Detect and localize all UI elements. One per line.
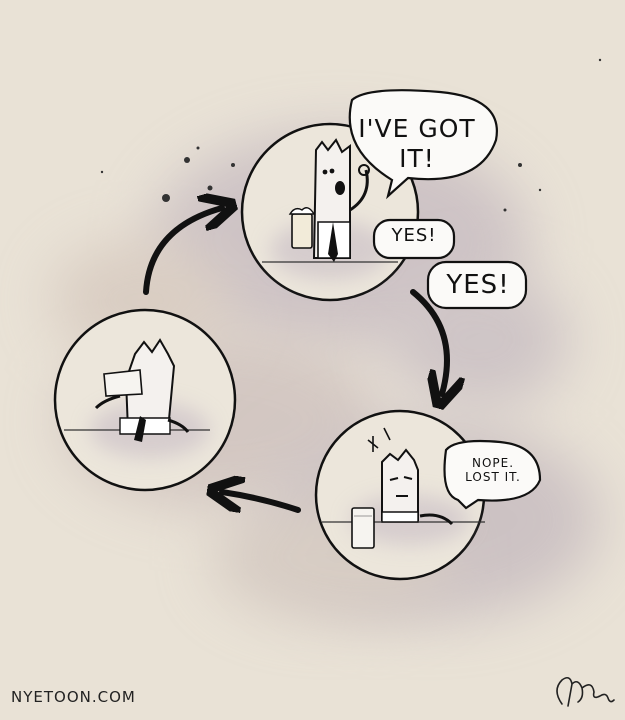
site-credit: NYETOON.COM (11, 688, 136, 706)
bubble-got-it (348, 89, 498, 200)
speech-got-it-line1: I'VE GOT (358, 114, 476, 143)
bubble-yes-small (372, 218, 456, 260)
panel-drinking (53, 308, 237, 492)
panel-lost-it (314, 409, 486, 581)
speech-nope: NOPE. LOST IT. (448, 456, 538, 485)
bubble-nope (443, 439, 542, 510)
speech-got-it-line2: IT! (399, 144, 435, 173)
glass-to-mouth-icon (103, 369, 143, 397)
beer-glass-icon (288, 207, 316, 249)
arrow-down (410, 289, 447, 394)
speech-got-it: I'VE GOT IT! (352, 114, 482, 174)
speech-nope-line2: LOST IT. (465, 470, 521, 485)
speech-nope-line1: NOPE. (471, 456, 515, 470)
water-glass-icon (351, 507, 375, 549)
bubble-yes-large (426, 260, 528, 310)
cycle-arrows (143, 208, 447, 513)
signature-icon (556, 676, 615, 707)
speech-bubbles (348, 89, 542, 510)
character-drinking (94, 338, 190, 442)
arrow-left (222, 492, 301, 513)
frustration-marks (367, 427, 391, 452)
character-frustrated (381, 448, 454, 526)
arrow-up-right (143, 208, 222, 295)
ink-specks (100, 58, 602, 212)
speech-yes-large: YES! (446, 270, 510, 300)
speech-yes-small: YES! (391, 225, 437, 246)
character-excited (312, 138, 370, 262)
